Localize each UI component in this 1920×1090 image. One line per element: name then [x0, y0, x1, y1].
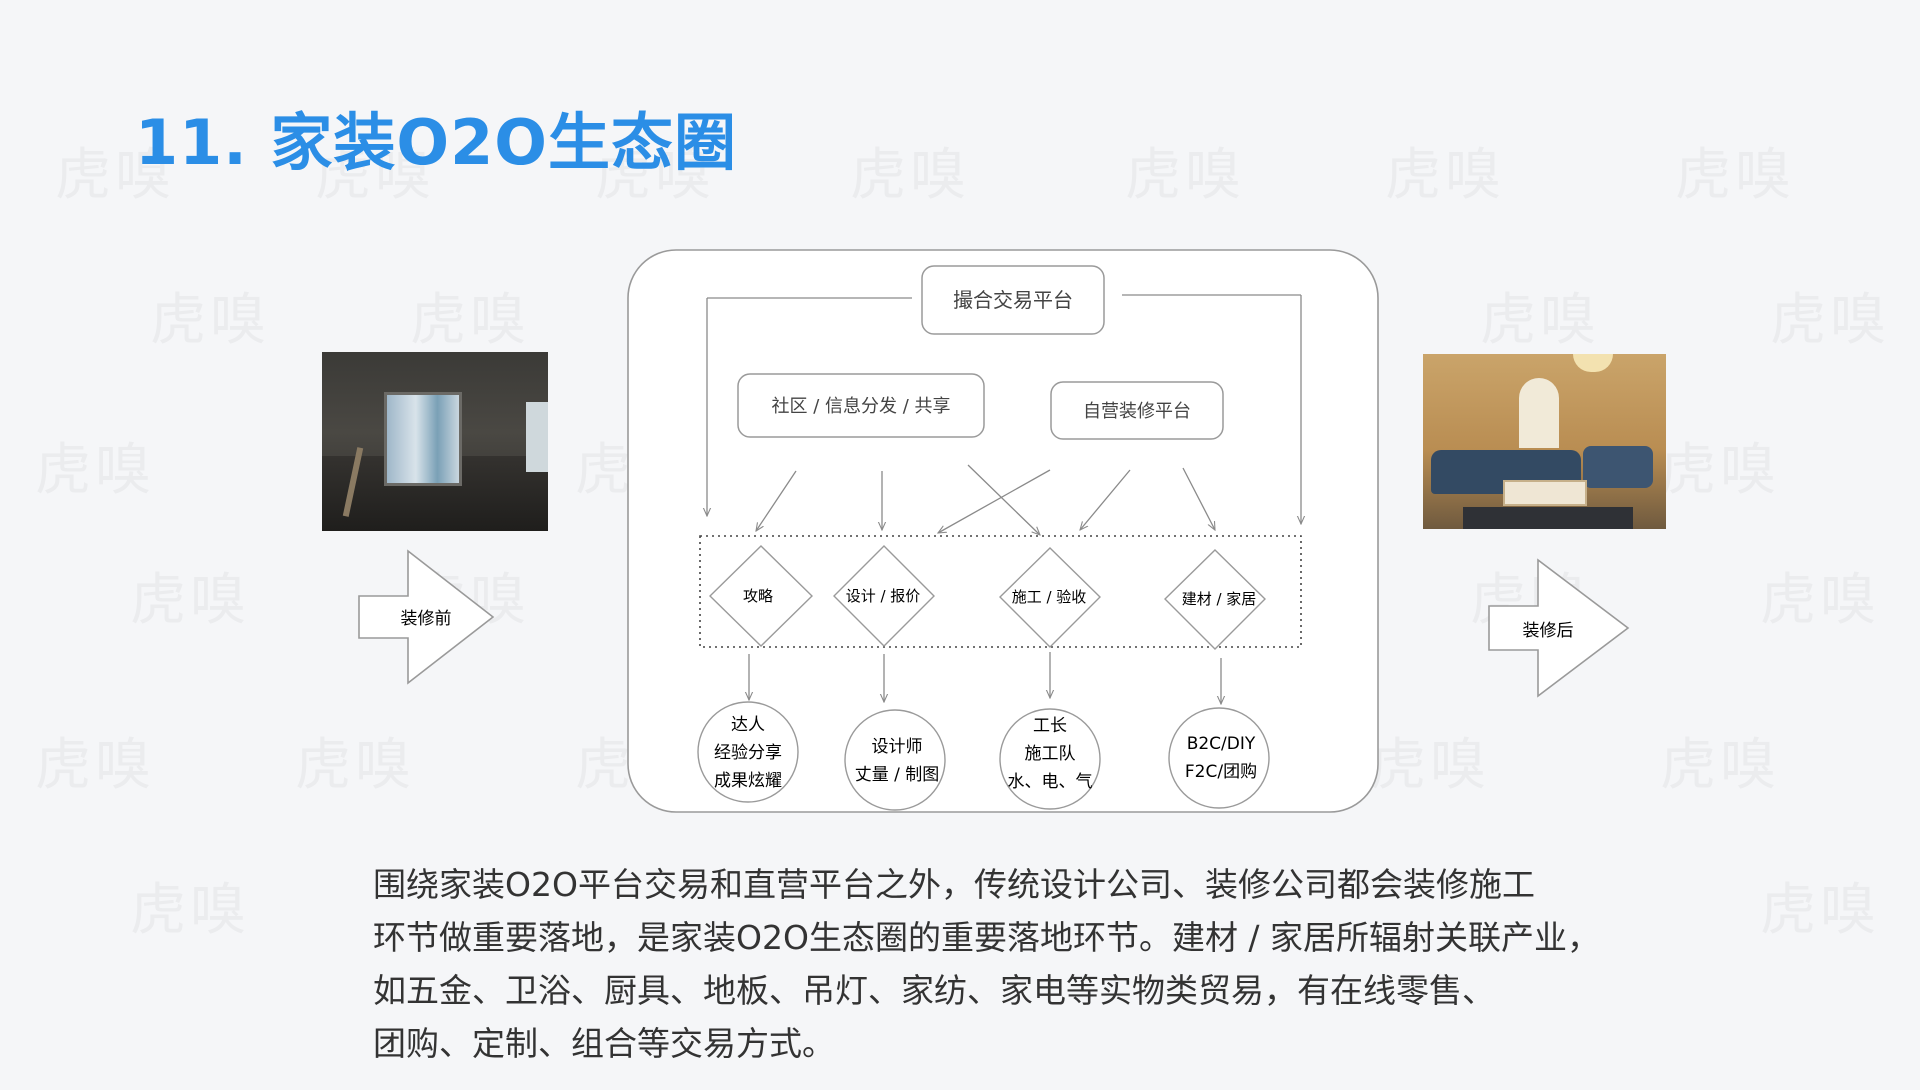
circle-foreman-line: 水、电、气	[1008, 772, 1093, 792]
self-platform-label: 自营装修平台	[1083, 401, 1191, 422]
circle-retail	[1169, 708, 1269, 808]
diamond-construction-label: 施工 / 验收	[1012, 588, 1087, 606]
community-label: 社区 / 信息分发 / 共享	[771, 396, 950, 417]
circle-designer	[845, 710, 945, 810]
circle-experts-line: 成果炫耀	[714, 771, 782, 791]
circle-foreman-line: 施工队	[1025, 744, 1076, 764]
diamond-materials-label: 建材 / 家居	[1182, 590, 1257, 608]
circle-retail-line: B2C/DIY	[1187, 734, 1256, 754]
matching-platform-label: 撮合交易平台	[953, 288, 1073, 312]
circle-experts-line: 达人	[731, 715, 765, 735]
after-label: 装修后	[1523, 621, 1574, 641]
diamond-design-quote-label: 设计 / 报价	[846, 587, 921, 605]
description-line: 团购、定制、组合等交易方式。	[373, 1017, 1753, 1070]
before-label: 装修前	[401, 609, 452, 629]
diamond-guide-label: 攻略	[743, 587, 773, 605]
circle-experts-line: 经验分享	[714, 743, 782, 763]
circle-foreman-line: 工长	[1033, 716, 1067, 736]
circle-retail-line: F2C/团购	[1185, 762, 1257, 782]
circle-designer-line: 设计师	[872, 737, 923, 757]
circle-designer-line: 丈量 / 制图	[855, 765, 940, 785]
description-line: 围绕家装O2O平台交易和直营平台之外，传统设计公司、装修公司都会装修施工	[373, 858, 1753, 911]
description-line: 环节做重要落地，是家装O2O生态圈的重要落地环节。建材 / 家居所辐射关联产业，	[373, 911, 1753, 964]
description-line: 如五金、卫浴、厨具、地板、吊灯、家纺、家电等实物类贸易，有在线零售、	[373, 964, 1753, 1017]
description-paragraph: 围绕家装O2O平台交易和直营平台之外，传统设计公司、装修公司都会装修施工 环节做…	[373, 858, 1753, 1070]
